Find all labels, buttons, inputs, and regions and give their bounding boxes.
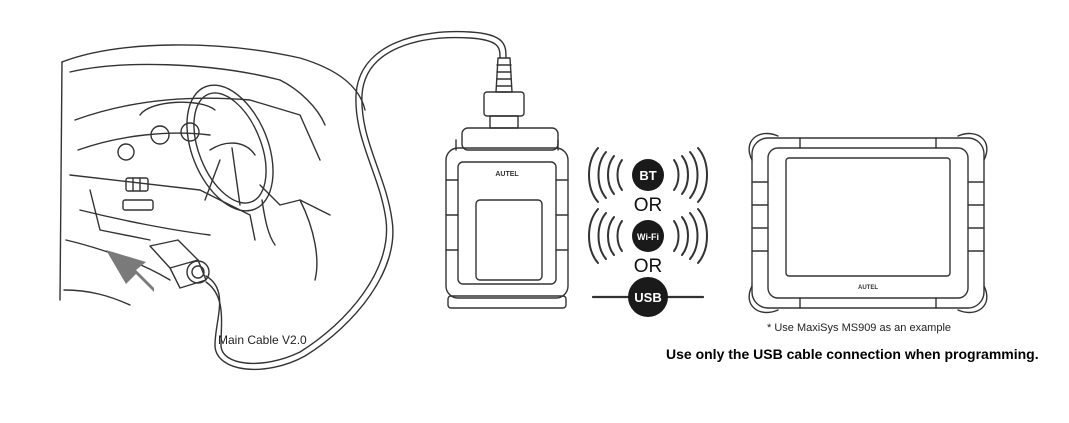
usb-programming-warning: Use only the USB cable connection when p… xyxy=(666,346,1039,362)
plug-in-arrow-icon xyxy=(106,250,154,292)
vci-device xyxy=(445,57,569,309)
bt-badge-text: BT xyxy=(639,168,656,183)
tablet-device xyxy=(748,132,988,314)
usb-badge-text: USB xyxy=(634,290,661,305)
vci-brand-label: AUTEL xyxy=(495,171,519,178)
main-cable-label: Main Cable V2.0 xyxy=(218,333,307,347)
bt-signal-waves xyxy=(588,147,708,203)
wifi-signal-waves xyxy=(588,208,708,264)
tablet-brand-label: AUTEL xyxy=(858,285,878,291)
wifi-badge-text: Wi-Fi xyxy=(637,232,659,242)
vehicle-dashboard-illustration xyxy=(59,44,366,306)
bt-badge: BT xyxy=(632,159,664,191)
or-separator-1: OR xyxy=(633,195,663,216)
wifi-badge: Wi-Fi xyxy=(632,220,664,252)
example-footnote: * Use MaxiSys MS909 as an example xyxy=(767,322,952,334)
or-separator-2: OR xyxy=(633,256,663,277)
usb-badge: USB xyxy=(628,277,668,317)
main-cable xyxy=(205,30,507,371)
